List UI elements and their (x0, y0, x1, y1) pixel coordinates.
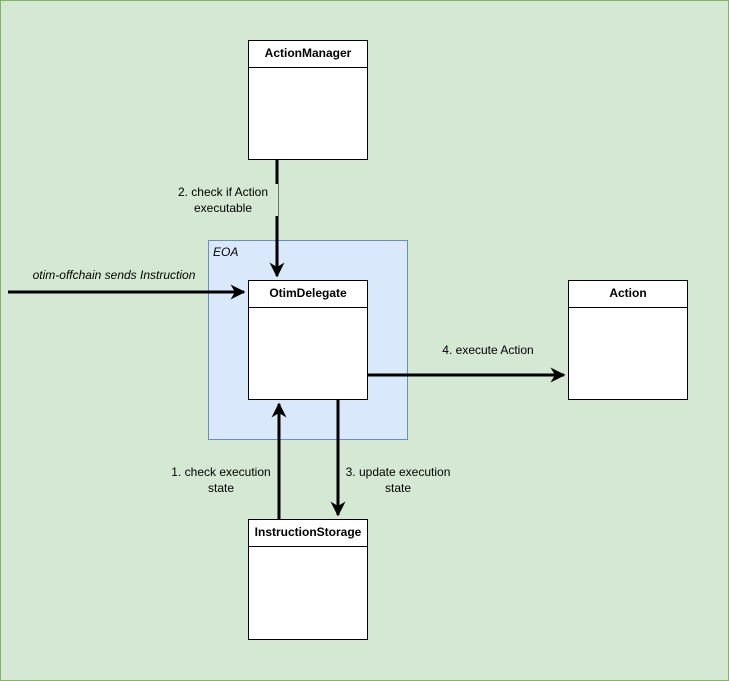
action-manager-node[interactable]: ActionManager (248, 40, 368, 160)
edge-offchain-label: otim-offchain sends Instruction (32, 268, 196, 282)
edge-check-action-label: 2. check if Action executable (168, 184, 278, 216)
instruction-storage-node[interactable]: InstructionStorage (248, 519, 368, 640)
action-manager-title: ActionManager (249, 41, 367, 68)
instruction-storage-title: InstructionStorage (249, 520, 367, 547)
action-node[interactable]: Action (568, 280, 688, 400)
edge-check-state-label: 1. check execution state (166, 464, 276, 496)
edge-update-state-label: 3. update execution state (341, 464, 455, 496)
otim-delegate-title: OtimDelegate (249, 281, 367, 308)
eoa-label: EOA (213, 245, 239, 259)
otim-delegate-node[interactable]: OtimDelegate (248, 280, 368, 400)
action-title: Action (569, 281, 687, 308)
edge-execute-action-label: 4. execute Action (442, 343, 534, 357)
